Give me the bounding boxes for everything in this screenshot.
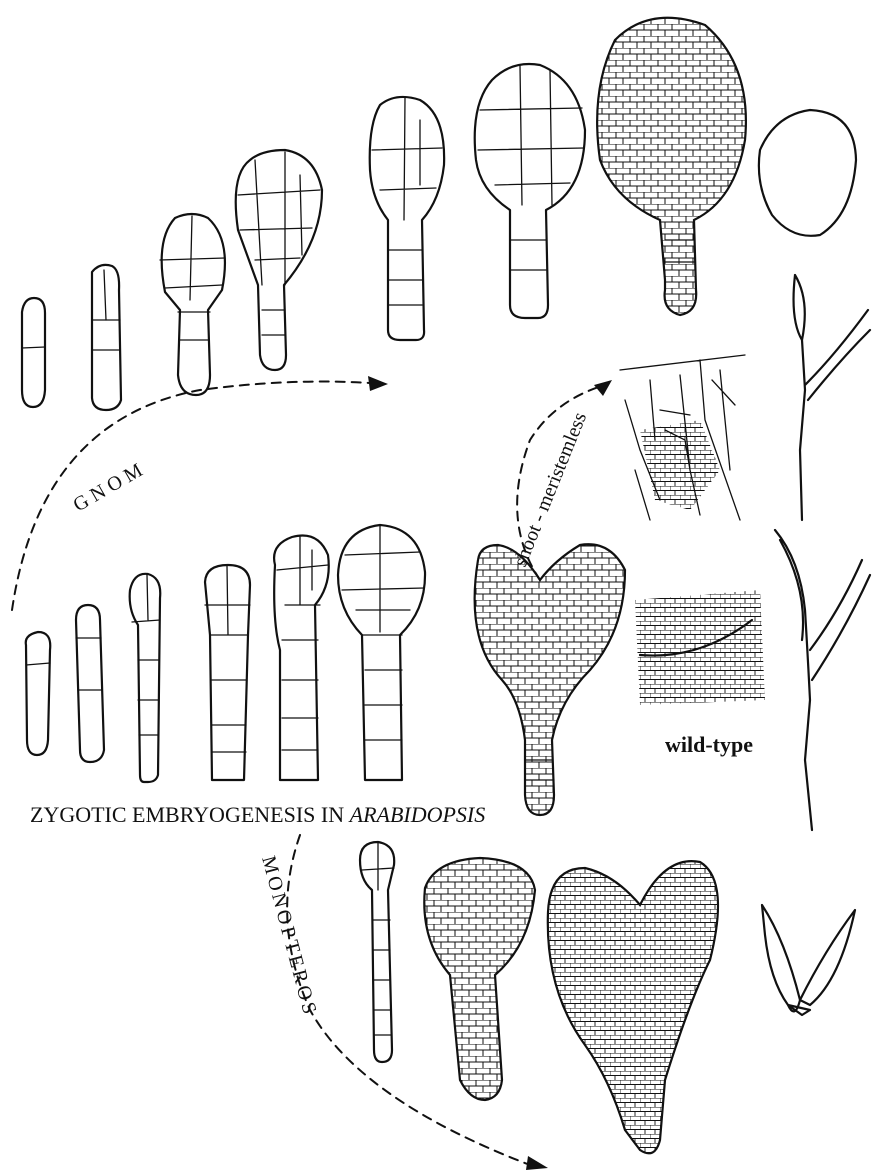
wt-embryo-stage-3	[130, 574, 161, 782]
main-caption-prefix: ZYGOTIC EMBRYOGENESIS IN	[30, 802, 350, 827]
wt-embryo-stage-6	[338, 525, 425, 780]
mp-embryo-stage-1	[360, 842, 394, 1062]
gnom-embryo-stage-2	[92, 265, 121, 410]
gnom-mature-outline	[759, 110, 856, 236]
monopteros-label: MONOPTEROS	[257, 854, 321, 1020]
wt-embryo-stage-4	[205, 565, 250, 780]
gnom-embryo-stage-6	[475, 64, 585, 318]
wildtype-seedling-drawing	[775, 530, 870, 830]
monopteros-seedling-drawing	[762, 905, 855, 1015]
gnom-embryo-series	[22, 18, 856, 410]
wildtype-section-drawing	[635, 590, 765, 705]
main-caption: ZYGOTIC EMBRYOGENESIS IN ARABIDOPSIS	[30, 802, 485, 827]
stm-seedling-drawing	[794, 275, 870, 520]
gnom-embryo-stage-3	[160, 214, 225, 395]
gnom-arrow	[12, 376, 388, 610]
gnom-embryo-stage-4	[236, 150, 322, 370]
wt-embryo-stage-1	[26, 632, 51, 755]
wt-embryo-heart-stage	[475, 544, 625, 815]
wild-type-label: wild-type	[665, 732, 753, 757]
gnom-embryo-stage-1	[22, 298, 45, 407]
gnom-label: GNOM	[70, 457, 151, 517]
main-caption-italic: ARABIDOPSIS	[348, 802, 486, 827]
wildtype-embryo-series	[26, 525, 625, 815]
mp-embryo-stage-2	[424, 858, 535, 1100]
monopteros-embryo-series	[360, 842, 718, 1153]
mp-embryo-heart	[548, 861, 718, 1153]
gnom-embryo-stage-5	[370, 97, 444, 340]
stm-section-drawing	[620, 355, 745, 520]
wt-embryo-stage-5	[274, 535, 329, 780]
gnom-embryo-stage-7	[597, 18, 746, 315]
wt-embryo-stage-2	[76, 605, 104, 762]
